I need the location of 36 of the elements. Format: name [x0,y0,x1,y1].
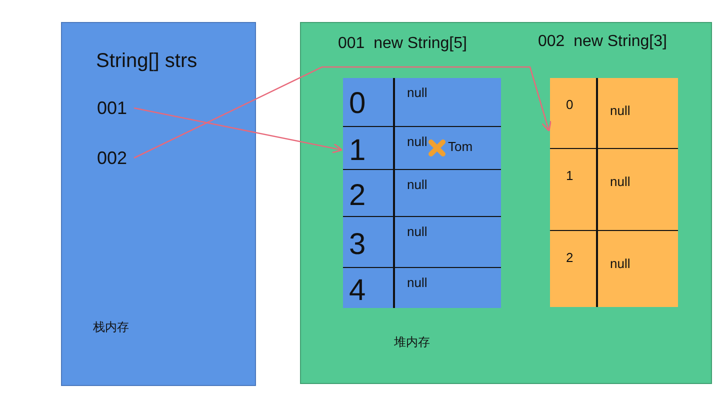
address-label: 002 [97,149,128,167]
array-row [550,230,678,307]
array-row [343,126,501,169]
cell-value: null [407,276,428,289]
index-number: 0 [349,89,366,119]
cell-value: null [407,225,428,238]
cell-value: null [610,104,630,117]
array-heading: 001 new String[5] [338,36,467,52]
stack-panel [61,22,256,386]
array-row [343,216,501,267]
array-row [550,78,678,148]
index-number: 2 [349,180,366,210]
arrow [134,107,343,154]
index-number: 3 [349,230,366,260]
index-number: 2 [566,251,574,264]
arrow [134,66,552,159]
array-heading: 002 new String[3] [538,34,667,50]
cell-value: Tom [448,140,473,153]
cell-value: null [610,175,630,188]
heap-panel [300,22,712,384]
panel-caption: 栈内存 [93,321,129,333]
array-row [343,169,501,216]
index-number: 1 [349,136,366,166]
array-row [550,148,678,230]
cell-value: null [407,86,428,99]
array-row [343,267,501,308]
index-number: 4 [349,276,366,306]
address-label: 001 [97,99,128,117]
array-row [343,78,501,126]
panel-heading: String[] strs [96,51,198,71]
cell-value: null [610,257,630,270]
index-number: 0 [566,98,574,111]
cell-value: null [407,178,428,191]
panel-caption: 堆内存 [394,336,430,348]
index-number: 1 [566,169,574,182]
cell-value: null [407,135,428,148]
